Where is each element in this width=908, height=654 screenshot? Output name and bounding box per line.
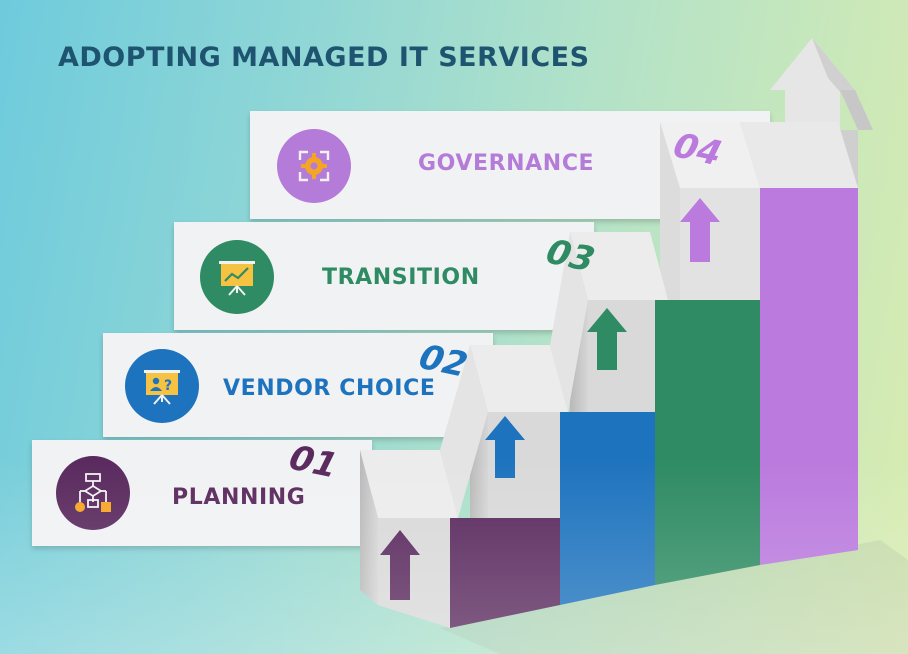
step-banner-vendor-choice: ? VENDOR CHOICE (103, 333, 493, 437)
step-label-planning: PLANNING (172, 485, 306, 510)
page-title: ADOPTING MANAGED IT SERVICES (58, 42, 590, 73)
svg-text:?: ? (164, 378, 172, 394)
presentation-question-icon: ? (144, 370, 180, 405)
transition-icon-circle (200, 240, 274, 314)
cycle-gear-icon (298, 150, 330, 182)
growth-arrow-icon (770, 38, 873, 185)
vendor-choice-icon-circle: ? (125, 349, 199, 423)
step-01-arrow-icon (380, 530, 420, 600)
step-02-arrow-icon (485, 416, 525, 478)
step-03-arrow-icon (587, 308, 627, 370)
step-number-01: 01 (281, 439, 345, 485)
step-label-governance: GOVERNANCE (418, 151, 595, 176)
governance-icon-circle (277, 129, 351, 203)
step-banner-planning: PLANNING (32, 440, 372, 546)
step-banner-transition: TRANSITION (174, 222, 594, 330)
step-label-vendor-choice: VENDOR CHOICE (223, 376, 436, 401)
flowchart-icon (75, 473, 111, 512)
step-label-transition: TRANSITION (322, 265, 480, 290)
presentation-chart-icon (219, 261, 255, 296)
step-04-arrow-icon (680, 198, 720, 262)
planning-icon-circle (56, 456, 130, 530)
